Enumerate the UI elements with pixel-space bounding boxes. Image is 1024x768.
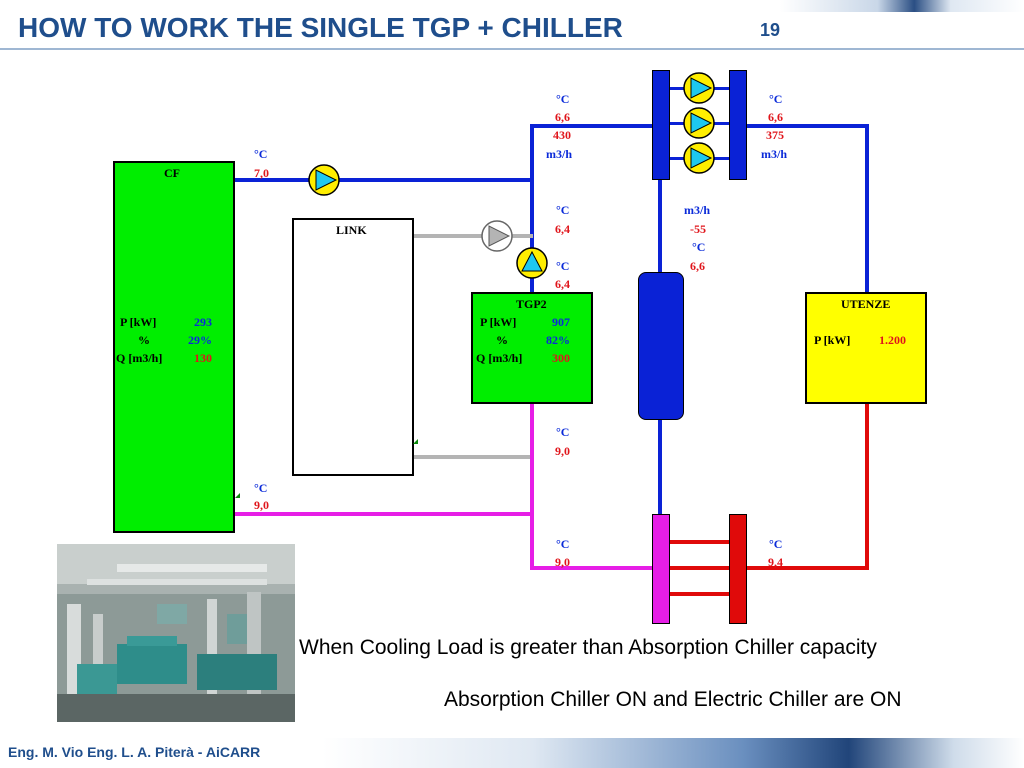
cf-name: CF xyxy=(164,166,180,180)
tgp2-return-riser xyxy=(530,402,534,570)
tgp2-inlet-temp-1-unit: °C xyxy=(556,203,570,217)
utenze-p-value: 1.200 xyxy=(879,333,906,347)
tgp2-inlet-temp-2-unit: °C xyxy=(556,259,570,273)
utenze-name: UTENZE xyxy=(841,297,891,311)
bypass-flow-unit: m3/h xyxy=(684,203,711,217)
header-divider xyxy=(0,48,1024,50)
link-name: LINK xyxy=(336,223,367,237)
header-left-flow-unit: m3/h xyxy=(546,147,573,161)
header-left-temp-unit: °C xyxy=(556,92,570,106)
left-supply-riser xyxy=(530,124,534,294)
link-lower-pipe xyxy=(413,455,533,459)
return-right-temp-unit: °C xyxy=(769,537,783,551)
plant-room-photo xyxy=(57,544,295,722)
tgp2-inlet-temp-1: 6,4 xyxy=(555,222,570,236)
return-header-left xyxy=(530,566,656,570)
utenze-unit xyxy=(805,292,927,404)
left-header-pipe xyxy=(530,124,656,128)
bypass-temp-unit: °C xyxy=(692,240,706,254)
cf-supply-temp: 7,0 xyxy=(254,166,269,180)
tgp2-pct-value: 82% xyxy=(546,333,570,347)
cf-pct-label: % xyxy=(138,333,150,347)
bypass-pipe-upper xyxy=(658,180,662,274)
tgp2-outlet-temp: 9,0 xyxy=(555,444,570,458)
distribution-pump-1-icon xyxy=(683,72,715,104)
footer-decorative-band xyxy=(322,738,1024,768)
return-manifold-left xyxy=(652,514,670,624)
utenze-p-label: P [kW] xyxy=(814,333,851,347)
cf-return-pipe xyxy=(234,512,534,516)
return-left-temp-unit: °C xyxy=(556,537,570,551)
cf-q-value: 130 xyxy=(194,351,212,365)
return-cross-3 xyxy=(668,592,732,596)
tgp2-pct-label: % xyxy=(496,333,508,347)
cf-p-value: 293 xyxy=(194,315,212,329)
utenze-return-pipe xyxy=(865,402,869,570)
return-manifold-right xyxy=(729,514,747,624)
header-left-temp: 6,6 xyxy=(555,110,570,124)
supply-manifold-right xyxy=(729,70,747,180)
return-cross-2 xyxy=(668,566,732,570)
link-pump-icon xyxy=(481,220,513,252)
tgp2-q-label: Q [m3/h] xyxy=(476,351,523,365)
return-left-temp: 9,0 xyxy=(555,555,570,569)
return-cross-1 xyxy=(668,540,732,544)
distribution-pump-2-icon xyxy=(683,107,715,139)
header-right-temp-unit: °C xyxy=(769,92,783,106)
caption-line-1: When Cooling Load is greater than Absorp… xyxy=(299,636,877,659)
distribution-pump-3-icon xyxy=(683,142,715,174)
cf-supply-pipe xyxy=(234,178,534,182)
supply-manifold-left xyxy=(652,70,670,180)
tgp2-p-value: 907 xyxy=(552,315,570,329)
header-right-flow: 375 xyxy=(766,128,784,142)
storage-tank xyxy=(638,272,684,420)
page-title: HOW TO WORK THE SINGLE TGP + CHILLER xyxy=(18,12,623,43)
tgp2-inlet-temp-2: 6,4 xyxy=(555,277,570,291)
valve-marker-icon xyxy=(235,493,240,498)
tgp2-q-value: 300 xyxy=(552,351,570,365)
footer-authors: Eng. M. Vio Eng. L. A. Piterà - AiCARR xyxy=(8,744,261,760)
cf-return-temp-unit: °C xyxy=(254,481,268,495)
return-right-temp: 9,4 xyxy=(768,555,783,569)
bypass-temp: 6,6 xyxy=(690,259,705,273)
tgp2-outlet-temp-unit: °C xyxy=(556,425,570,439)
tgp2-unit xyxy=(471,292,593,404)
valve-marker-icon xyxy=(413,439,418,444)
right-header-pipe xyxy=(745,124,869,128)
bypass-flow: -55 xyxy=(690,222,706,236)
cf-pump-icon xyxy=(308,164,340,196)
cf-q-label: Q [m3/h] xyxy=(116,351,163,365)
cf-unit xyxy=(113,161,235,533)
tgp2-name: TGP2 xyxy=(516,297,547,311)
link-unit xyxy=(292,218,414,476)
header-left-flow: 430 xyxy=(553,128,571,142)
tgp2-p-label: P [kW] xyxy=(480,315,517,329)
header-right-temp: 6,6 xyxy=(768,110,783,124)
utenze-supply-pipe xyxy=(865,124,869,292)
plant-room-illustration xyxy=(57,544,295,722)
pumps-layer xyxy=(235,72,715,498)
link-upper-pipe xyxy=(413,234,533,238)
caption-line-2: Absorption Chiller ON and Electric Chill… xyxy=(444,688,902,711)
cf-p-label: P [kW] xyxy=(120,315,157,329)
header-right-flow-unit: m3/h xyxy=(761,147,788,161)
cf-pct-value: 29% xyxy=(188,333,212,347)
cf-supply-temp-unit: °C xyxy=(254,147,268,161)
return-header-right xyxy=(745,566,869,570)
plant-diagram: CF P [kW] 293 % 29% Q [m3/h] 130 °C 7,0 … xyxy=(113,70,927,624)
top-decorative-band xyxy=(780,0,1024,12)
page-number: 19 xyxy=(760,20,781,40)
tgp2-pump-icon xyxy=(516,247,548,279)
cf-return-temp: 9,0 xyxy=(254,498,269,512)
bypass-pipe-lower xyxy=(658,418,662,516)
